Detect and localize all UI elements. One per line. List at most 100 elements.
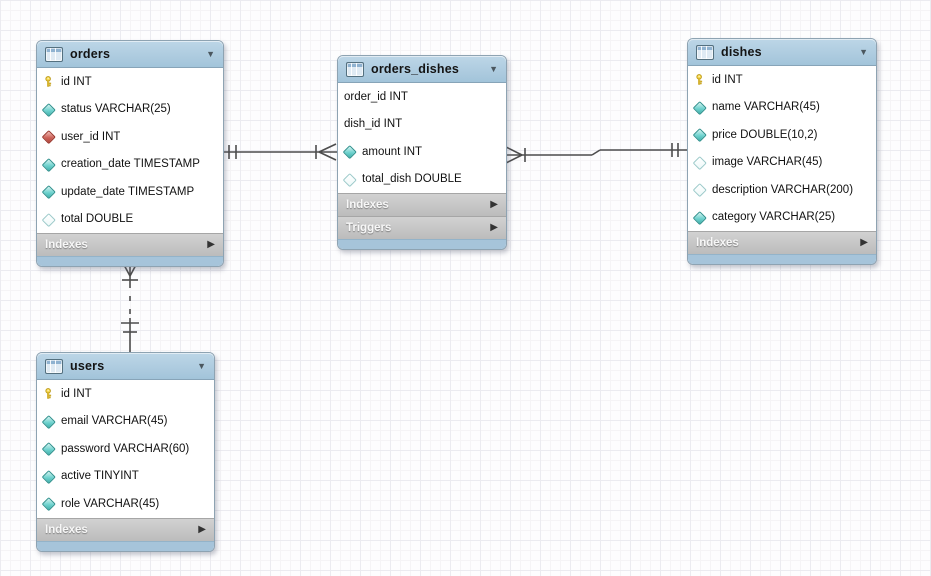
table-orders[interactable]: orders ▼ id INT status VARCHAR(25) user_id I… bbox=[36, 40, 224, 267]
collapse-arrow-icon[interactable]: ▼ bbox=[859, 46, 868, 57]
table-columns: id INT status VARCHAR(25) user_id INT creat… bbox=[37, 68, 223, 233]
attribute-icon bbox=[41, 469, 56, 483]
section-indexes[interactable]: Indexes ▶ bbox=[338, 193, 506, 216]
column-definition: id INT bbox=[61, 75, 92, 88]
column-row[interactable]: id INT bbox=[688, 66, 876, 94]
attribute-icon bbox=[692, 210, 707, 224]
section-triggers[interactable]: Triggers ▶ bbox=[338, 216, 506, 239]
column-definition: category VARCHAR(25) bbox=[712, 211, 836, 224]
attribute-icon bbox=[41, 102, 56, 116]
column-definition: dish_id INT bbox=[344, 118, 403, 131]
table-icon bbox=[346, 61, 364, 77]
collapse-arrow-icon[interactable]: ▼ bbox=[489, 63, 498, 74]
table-footer-strip bbox=[338, 239, 506, 249]
table-title: orders_dishes bbox=[371, 62, 460, 76]
section-label: Indexes bbox=[346, 199, 389, 211]
primary-key-icon bbox=[43, 76, 54, 87]
column-definition: role VARCHAR(45) bbox=[61, 497, 160, 510]
column-definition: description VARCHAR(200) bbox=[712, 183, 854, 196]
nullable-attribute-icon bbox=[692, 155, 707, 169]
column-row[interactable]: price DOUBLE(10,2) bbox=[688, 121, 876, 149]
table-icon bbox=[696, 44, 714, 60]
column-definition: creation_date TIMESTAMP bbox=[61, 158, 200, 171]
column-row[interactable]: active TINYINT bbox=[37, 463, 214, 491]
section-label: Indexes bbox=[45, 239, 88, 251]
connector-segment bbox=[318, 151, 337, 161]
expand-arrow-icon[interactable]: ▶ bbox=[860, 237, 868, 248]
column-definition: amount INT bbox=[362, 145, 423, 158]
column-definition: active TINYINT bbox=[61, 470, 139, 483]
attribute-icon bbox=[41, 497, 56, 511]
column-row[interactable]: total DOUBLE bbox=[37, 206, 223, 234]
table-title: users bbox=[70, 359, 105, 373]
table-footer-strip bbox=[37, 256, 223, 266]
column-row[interactable]: dish_id INT bbox=[338, 111, 506, 139]
attribute-icon bbox=[41, 414, 56, 428]
column-row[interactable]: user_id INT bbox=[37, 123, 223, 151]
table-users[interactable]: users ▼ id INT email VARCHAR(45) password VA… bbox=[36, 352, 215, 552]
attribute-icon bbox=[692, 100, 707, 114]
table-title: dishes bbox=[721, 45, 762, 59]
column-row[interactable]: total_dish DOUBLE bbox=[338, 166, 506, 194]
primary-key-icon bbox=[43, 388, 54, 399]
attribute-icon bbox=[41, 185, 56, 199]
collapse-arrow-icon[interactable]: ▼ bbox=[206, 48, 215, 59]
nullable-attribute-icon bbox=[692, 183, 707, 197]
column-row[interactable]: update_date TIMESTAMP bbox=[37, 178, 223, 206]
table-header[interactable]: orders ▼ bbox=[37, 41, 223, 68]
attribute-icon bbox=[692, 128, 707, 142]
table-header[interactable]: dishes ▼ bbox=[688, 39, 876, 66]
column-definition: update_date TIMESTAMP bbox=[61, 185, 195, 198]
column-definition: user_id INT bbox=[61, 130, 121, 143]
expand-arrow-icon[interactable]: ▶ bbox=[207, 239, 215, 250]
section-label: Indexes bbox=[696, 237, 739, 249]
table-footer-strip bbox=[688, 254, 876, 264]
column-row[interactable]: role VARCHAR(45) bbox=[37, 490, 214, 518]
column-row[interactable]: password VARCHAR(60) bbox=[37, 435, 214, 463]
expand-arrow-icon[interactable]: ▶ bbox=[490, 222, 498, 233]
column-row[interactable]: id INT bbox=[37, 68, 223, 96]
table-footer-strip bbox=[37, 540, 214, 551]
expand-arrow-icon[interactable]: ▶ bbox=[198, 523, 206, 535]
relationship-orders-to-orders_dishes[interactable] bbox=[222, 143, 337, 161]
nullable-attribute-icon bbox=[342, 172, 357, 186]
table-title: orders bbox=[70, 47, 111, 61]
collapse-arrow-icon[interactable]: ▼ bbox=[197, 360, 206, 371]
column-row[interactable]: status VARCHAR(25) bbox=[37, 96, 223, 124]
column-row[interactable]: email VARCHAR(45) bbox=[37, 408, 214, 436]
section-indexes[interactable]: Indexes ▶ bbox=[688, 231, 876, 254]
relationship-orders_dishes-to-dishes[interactable] bbox=[505, 143, 687, 164]
table-header[interactable]: orders_dishes ▼ bbox=[338, 56, 506, 83]
column-definition: name VARCHAR(45) bbox=[712, 101, 820, 114]
column-row[interactable]: id INT bbox=[37, 380, 214, 408]
section-label: Triggers bbox=[346, 222, 392, 234]
relationship-users-to-orders[interactable] bbox=[121, 262, 139, 352]
column-definition: id INT bbox=[61, 387, 92, 400]
column-row[interactable]: description VARCHAR(200) bbox=[688, 176, 876, 204]
column-row[interactable]: image VARCHAR(45) bbox=[688, 149, 876, 177]
column-row[interactable]: category VARCHAR(25) bbox=[688, 204, 876, 232]
attribute-icon bbox=[41, 442, 56, 456]
column-definition: total DOUBLE bbox=[61, 213, 134, 226]
column-row[interactable]: creation_date TIMESTAMP bbox=[37, 151, 223, 179]
attribute-icon bbox=[41, 157, 56, 171]
section-indexes[interactable]: Indexes ▶ bbox=[37, 233, 223, 256]
table-orders_dishes[interactable]: orders_dishes ▼ order_id INT dish_id INT amo… bbox=[337, 55, 507, 250]
table-icon bbox=[45, 46, 63, 62]
column-row[interactable]: amount INT bbox=[338, 138, 506, 166]
section-label: Indexes bbox=[45, 523, 88, 536]
column-definition: email VARCHAR(45) bbox=[61, 415, 168, 428]
primary-key-icon bbox=[694, 74, 705, 85]
section-indexes[interactable]: Indexes ▶ bbox=[37, 517, 214, 541]
connector-segment bbox=[505, 154, 523, 164]
table-header[interactable]: users ▼ bbox=[37, 353, 214, 380]
expand-arrow-icon[interactable]: ▶ bbox=[490, 199, 498, 210]
column-definition: id INT bbox=[712, 73, 743, 86]
column-row[interactable]: order_id INT bbox=[338, 83, 506, 111]
table-dishes[interactable]: dishes ▼ id INT name VARCHAR(45) price DOUBL… bbox=[687, 38, 877, 265]
column-row[interactable]: name VARCHAR(45) bbox=[688, 94, 876, 122]
column-definition: total_dish DOUBLE bbox=[362, 173, 462, 186]
